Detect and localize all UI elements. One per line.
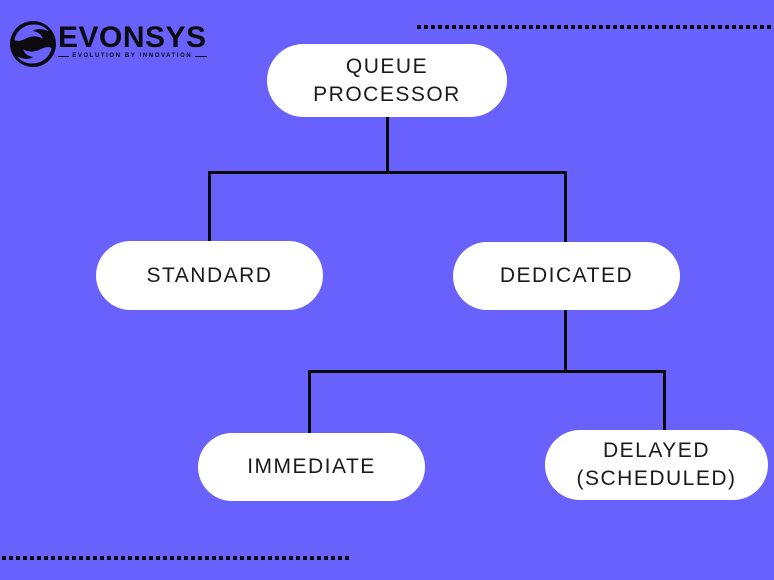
node-immediate: IMMEDIATE [198,433,425,501]
node-label: STANDARD [146,263,273,287]
node-label: IMMEDIATE [247,455,376,478]
connector-to-immediate [308,370,311,434]
connector-to-standard [208,171,211,243]
node-dedicated: DEDICATED [453,242,680,310]
logo-name: EVONSYS [58,21,207,54]
connector-to-delayed [663,370,666,431]
node-label: DELAYED (SCHEDULED) [576,439,737,490]
logo-tagline: EVOLUTION BY INNOVATION [58,53,207,59]
connector-level1-horizontal [208,171,567,174]
connector-root-down [386,117,389,174]
node-queue-processor: QUEUE PROCESSOR [267,44,507,117]
tagline-right-rule [195,55,207,57]
dotted-line-top [417,25,774,29]
node-label: DEDICATED [499,264,634,287]
tagline-left-rule [58,55,70,57]
evonsys-logo: EVONSYS EVOLUTION BY INNOVATION [10,21,207,67]
node-standard: STANDARD [96,241,323,310]
connector-to-dedicated [564,171,567,243]
dotted-line-bottom [2,556,349,560]
connector-dedicated-down [564,309,567,372]
node-delayed: DELAYED (SCHEDULED) [545,430,768,500]
tagline-text: EVOLUTION BY INNOVATION [72,53,193,59]
logo-text-block: EVONSYS EVOLUTION BY INNOVATION [58,21,207,59]
connector-level2-horizontal [308,370,666,373]
node-label: QUEUE PROCESSOR [313,54,461,106]
evonsys-swirl-icon [10,21,56,67]
